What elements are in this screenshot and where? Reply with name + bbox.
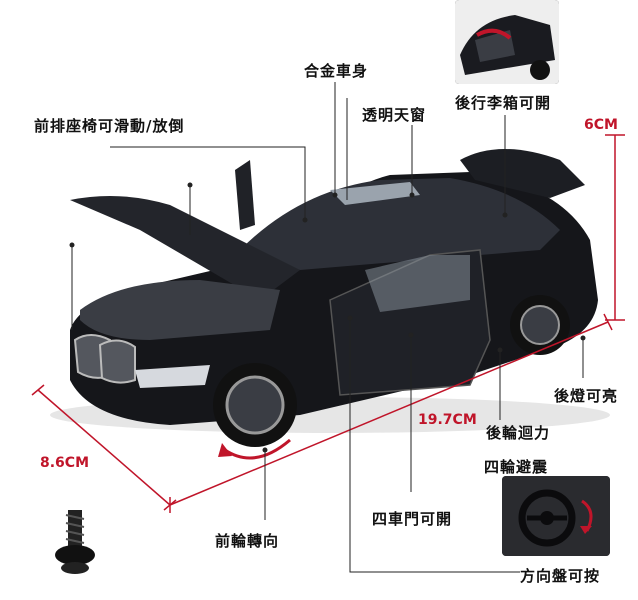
open-hood (70, 196, 300, 300)
label-tail-lights: 後燈可亮 (554, 387, 619, 405)
dimension-height: 6CM (584, 117, 618, 133)
length-dim-line (169, 321, 609, 506)
steering-arrow-head (218, 443, 232, 457)
open-front-door-top (235, 160, 255, 230)
label-alloy-body: 合金車身 (304, 62, 369, 80)
kidney-grille-right (98, 339, 136, 384)
door-window (365, 255, 470, 312)
label-trunk-open: 後行李箱可開 (455, 94, 552, 112)
front-rim (225, 375, 285, 435)
dimension-width: 8.6CM (40, 455, 90, 471)
sunroof-glass (330, 182, 420, 205)
label-rear-wheel-pullback: 後輪迴力 (486, 424, 551, 442)
car-windows (240, 178, 560, 270)
dimension-length: 19.7CM (418, 412, 477, 428)
rear-rim (520, 305, 560, 345)
headlight (135, 365, 210, 388)
screw-accessory (55, 510, 95, 574)
open-trunk-lid (460, 149, 585, 198)
label-front-wheel-steering: 前輪轉向 (215, 532, 280, 550)
label-four-wheel-suspension: 四輪避震 (484, 458, 549, 476)
width-dim-line (37, 389, 171, 506)
label-front-seats: 前排座椅可滑動/放倒 (34, 117, 185, 135)
label-steering-wheel: 方向盤可按 (520, 567, 601, 585)
engine-bay (80, 280, 280, 340)
trunk-inset-photo (455, 0, 559, 84)
label-four-doors-open: 四車門可開 (372, 510, 453, 528)
label-sunroof: 透明天窗 (362, 106, 427, 124)
steering-inset-photo (502, 476, 610, 556)
steering-arc (224, 438, 291, 460)
